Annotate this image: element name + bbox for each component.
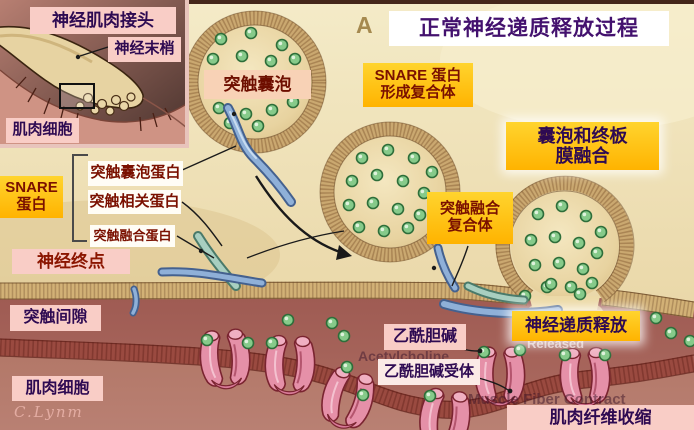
acetylcholine-label: 乙酰胆碱 [384,324,466,350]
associated-protein-label: 突触相关蛋白 [88,190,181,214]
inset-motor-axon [0,25,144,109]
inset-boutons [75,92,136,116]
synaptic-vesicle-label: 突触囊泡 [204,70,311,99]
nt-release-label: 神经递质释放 [512,311,640,341]
fusion-protein-label: 突触融合蛋白 [90,225,175,247]
page-title: 正常神经递质释放过程 [389,11,669,46]
process-arrow [254,175,341,254]
ach-receptor-label: 乙酰胆碱受体 [378,359,480,385]
top-border [186,0,694,4]
snare-protein-ribbons [129,103,563,319]
panel-letter: A [356,12,373,38]
vesicle-endplate-fusion-label: 囊泡和终板 膜融合 [506,122,659,170]
inset-nerve-terminal-label: 神经末梢 [108,37,181,62]
inset-junction-label: 神经肌肉接头 [30,7,176,34]
process-arrowhead [336,245,352,260]
muscle-fiber-contraction-label: 肌肉纤维收缩 [507,405,694,430]
synaptic-cleft-label: 突触间隙 [10,305,101,331]
snare-protein-label: SNARE 蛋白 [0,176,63,218]
faded-muscle-fiber-text: Muscle Fiber Contract [468,391,626,408]
fusing-vesicle [495,175,635,325]
inset-muscle-cell-label: 肌肉细胞 [6,118,79,143]
inset-zoom-box [59,83,95,109]
artist-signature: C.Lynm [14,403,84,421]
nerve-ending-label: 神经终点 [12,249,130,274]
vesicle-protein-label: 突触囊泡蛋白 [88,161,183,186]
muscle-cell-label: 肌肉细胞 [12,376,103,401]
fusion-complex-label: 突触融合 复合体 [427,192,513,244]
snare-bracket [72,154,88,242]
snare-forming-complex-label: SNARE 蛋白 形成复合体 [363,63,473,107]
